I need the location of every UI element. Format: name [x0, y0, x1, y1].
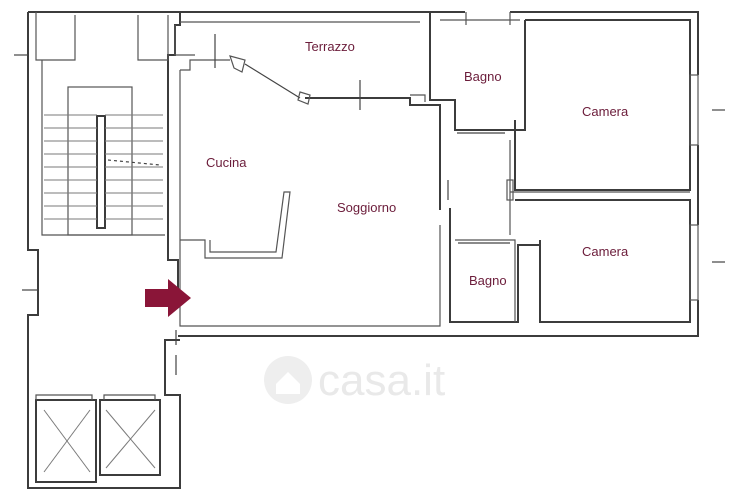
apartment-walls — [14, 11, 725, 375]
entrance-arrow — [145, 279, 191, 317]
watermark-text: casa.it — [318, 356, 445, 405]
label-camera-bottom: Camera — [582, 244, 629, 259]
label-bagno-bottom: Bagno — [469, 273, 507, 288]
label-terrazzo: Terrazzo — [305, 39, 355, 54]
watermark: casa.it — [264, 356, 445, 405]
stairwell — [27, 11, 181, 489]
label-bagno-top: Bagno — [464, 69, 502, 84]
label-soggiorno: Soggiorno — [337, 200, 396, 215]
label-cucina: Cucina — [206, 155, 247, 170]
label-camera-top: Camera — [582, 104, 629, 119]
